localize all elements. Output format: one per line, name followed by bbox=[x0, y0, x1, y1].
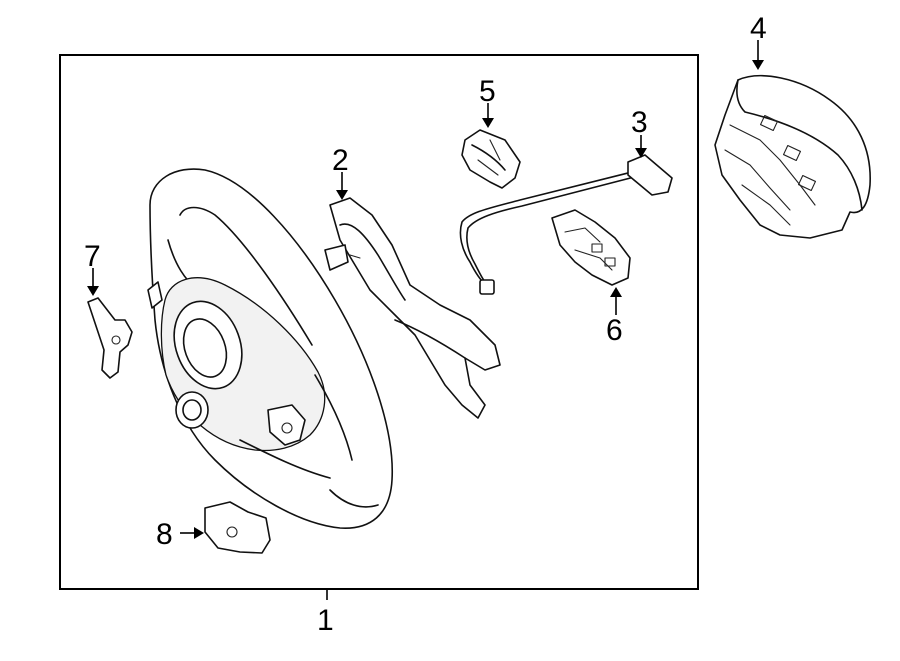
wiring-harness[interactable] bbox=[459, 154, 673, 295]
steering-wheel[interactable] bbox=[147, 168, 394, 529]
callout-5: 5 bbox=[479, 75, 496, 108]
switch-module[interactable] bbox=[551, 209, 631, 286]
callout-2: 2 bbox=[332, 144, 349, 177]
switch-bezel[interactable] bbox=[324, 197, 501, 419]
callout-1: 1 bbox=[317, 604, 334, 637]
clock-spring[interactable] bbox=[461, 129, 521, 189]
paddle-switch[interactable] bbox=[204, 501, 271, 554]
callout-3: 3 bbox=[631, 106, 648, 139]
callout-8: 8 bbox=[156, 518, 173, 551]
assembly-frame bbox=[59, 54, 699, 590]
callout-4: 4 bbox=[750, 12, 767, 45]
leader-lines bbox=[87, 40, 764, 600]
air-bag-module[interactable] bbox=[714, 74, 871, 239]
callout-6: 6 bbox=[606, 314, 623, 347]
callout-7: 7 bbox=[84, 240, 101, 273]
retaining-clip[interactable] bbox=[87, 297, 133, 379]
